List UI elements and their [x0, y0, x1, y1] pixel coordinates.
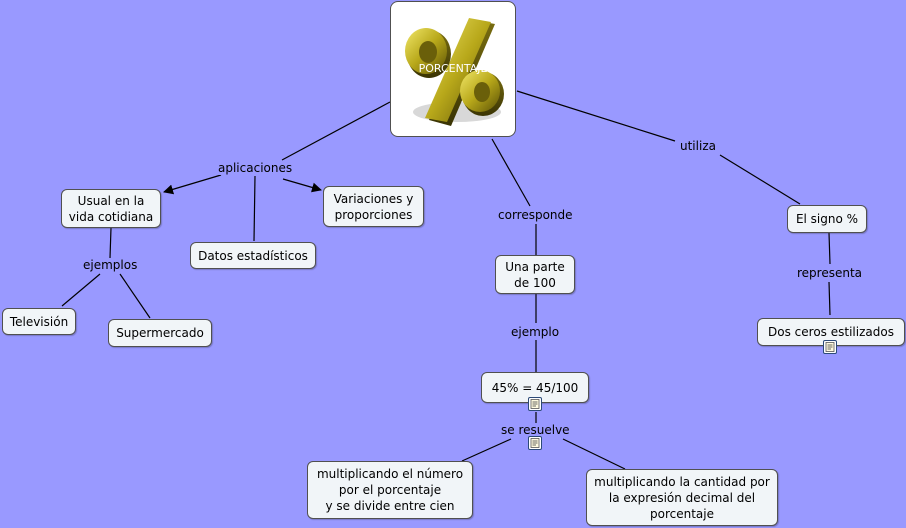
link-label-aplicaciones: aplicaciones: [217, 161, 294, 175]
node-el-signo-porcentaje[interactable]: El signo %: [787, 205, 867, 233]
central-concept-node[interactable]: PORCENTAJE: [390, 1, 516, 137]
node-usual-vida-cotidiana[interactable]: Usual en la vida cotidiana: [61, 189, 161, 228]
link-label-utiliza: utiliza: [679, 139, 717, 153]
note-icon[interactable]: [528, 436, 542, 450]
link-label-representa: representa: [796, 266, 864, 280]
node-television[interactable]: Televisión: [2, 308, 76, 335]
node-supermercado[interactable]: Supermercado: [108, 319, 212, 347]
node-datos-estadisticos[interactable]: Datos estadísticos: [190, 242, 316, 269]
link-label-ejemplo: ejemplo: [510, 325, 561, 339]
link-label-corresponde: corresponde: [497, 208, 574, 222]
node-una-parte-de-100[interactable]: Una parte de 100: [495, 255, 575, 294]
note-icon[interactable]: [823, 340, 837, 354]
percent-sign-3d-icon: [405, 18, 504, 126]
link-label-ejemplos: ejemplos: [82, 258, 139, 272]
link-label-se-resuelve: se resuelve: [500, 423, 571, 437]
node-variaciones-proporciones[interactable]: Variaciones y proporciones: [323, 186, 424, 227]
central-concept-label: PORCENTAJE: [418, 62, 488, 75]
node-dos-ceros-estilizados[interactable]: Dos ceros estilizados: [757, 318, 905, 346]
node-multiplicando-numero[interactable]: multiplicando el número por el porcentaj…: [307, 461, 473, 519]
note-icon[interactable]: [528, 397, 542, 411]
node-multiplicando-cantidad[interactable]: multiplicando la cantidad por la expresi…: [586, 469, 778, 526]
